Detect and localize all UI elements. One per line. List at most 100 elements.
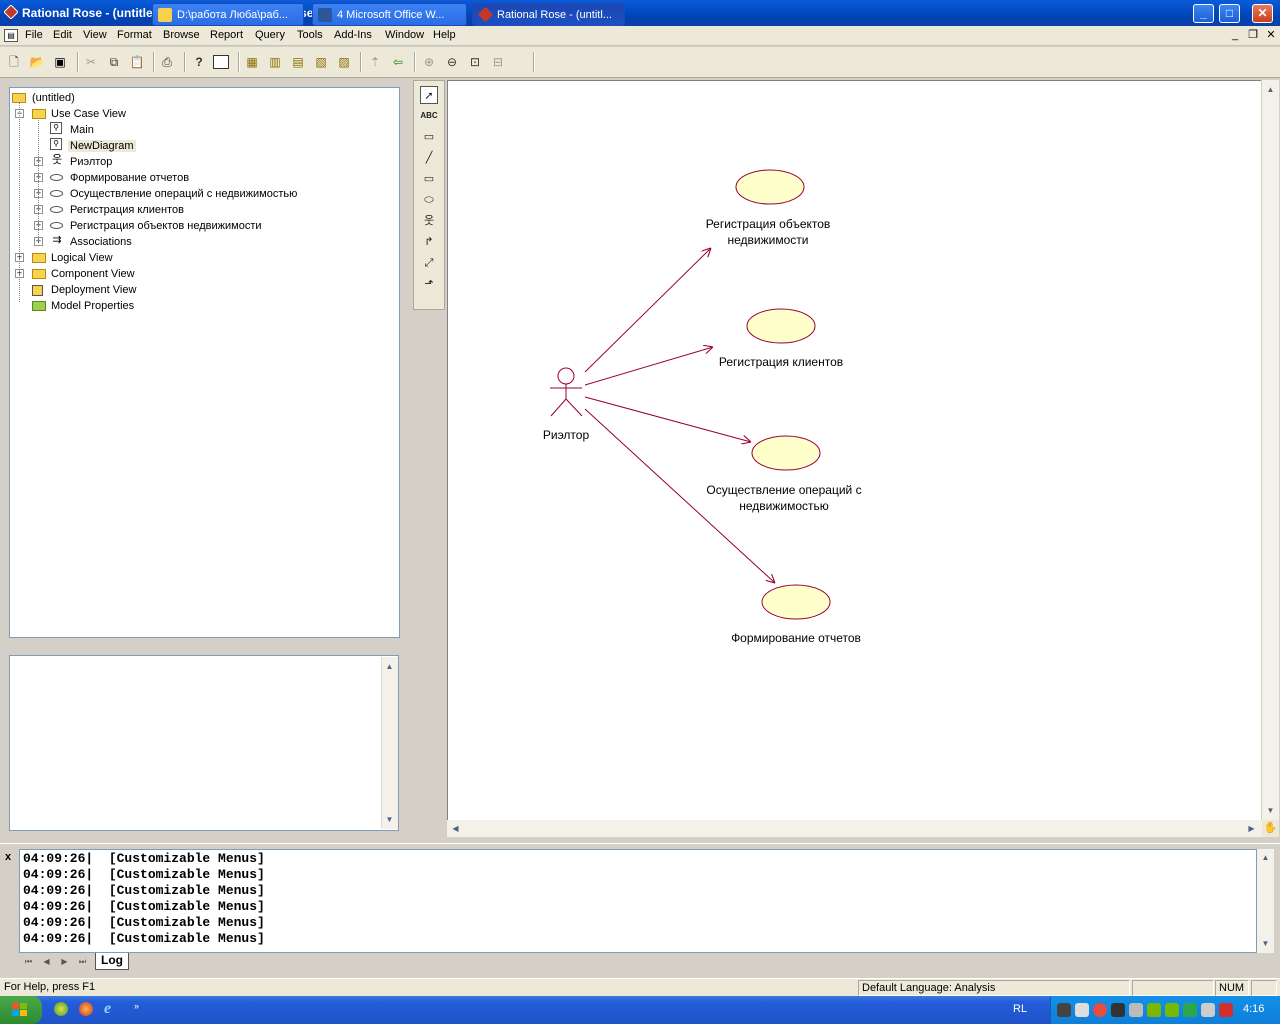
- actor-label[interactable]: Риэлтор: [542, 428, 590, 442]
- selection-arrow-icon[interactable]: ➚: [420, 86, 438, 104]
- tray-nvidia-icon[interactable]: [1165, 1003, 1179, 1017]
- use-case-label[interactable]: Регистрация клиентов: [681, 354, 881, 370]
- use-case-ellipse[interactable]: [761, 584, 831, 620]
- menu-window[interactable]: Window: [385, 29, 425, 41]
- menu-file[interactable]: File: [25, 29, 43, 41]
- canvas-vertical-scrollbar[interactable]: ▲ ▼: [1262, 80, 1279, 820]
- scroll-up-icon[interactable]: ▲: [1266, 85, 1275, 94]
- scroll-up-icon[interactable]: ▲: [1261, 853, 1270, 862]
- scroll-right-icon[interactable]: ▶: [1248, 824, 1255, 833]
- association-line[interactable]: [584, 248, 711, 373]
- firefox-icon[interactable]: [79, 1002, 93, 1016]
- chrome-icon[interactable]: [54, 1002, 68, 1016]
- tree-use-case-4[interactable]: + Регистрация объектов недвижимости: [10, 218, 310, 234]
- zoom-in-icon[interactable]: ⊕: [423, 55, 435, 69]
- save-icon[interactable]: ▣: [54, 55, 66, 69]
- tab-log[interactable]: Log: [95, 953, 129, 970]
- package-icon[interactable]: ▭: [423, 173, 435, 185]
- open-icon[interactable]: 📂: [29, 55, 45, 69]
- cut-icon[interactable]: ✂: [85, 55, 97, 69]
- association-line[interactable]: [584, 396, 751, 442]
- tray-antivirus-icon[interactable]: [1093, 1003, 1107, 1017]
- menu-help[interactable]: Help: [433, 29, 456, 41]
- browse-state-icon[interactable]: ▨: [338, 55, 350, 69]
- minimize-button[interactable]: _: [1193, 4, 1214, 23]
- menu-query[interactable]: Query: [255, 29, 285, 41]
- fit-in-window-icon[interactable]: ⊡: [469, 55, 481, 69]
- browse-class-icon[interactable]: ▦: [246, 55, 258, 69]
- generalization-icon[interactable]: ⬏: [424, 278, 434, 290]
- tree-use-case-1[interactable]: + Формирование отчетов: [10, 170, 270, 186]
- actor-icon[interactable]: 웃: [423, 215, 435, 227]
- tree-model-properties[interactable]: Model Properties: [10, 298, 210, 314]
- close-button[interactable]: ✕: [1252, 4, 1273, 23]
- use-case-icon[interactable]: ⬭: [424, 194, 434, 206]
- context-help-icon[interactable]: ?: [195, 55, 203, 69]
- copy-icon[interactable]: ⧉: [109, 55, 119, 69]
- browse-deployment-icon[interactable]: ▧: [315, 55, 327, 69]
- undo-fit-icon[interactable]: ⊟: [492, 55, 504, 69]
- text-box-icon[interactable]: ABC: [420, 111, 438, 120]
- tree-associations[interactable]: + ⇉ Associations: [10, 234, 210, 250]
- documentation-scrollbar[interactable]: ▲ ▼: [381, 657, 398, 829]
- task-word[interactable]: 4 Microsoft Office W...: [312, 3, 467, 26]
- scroll-up-icon[interactable]: ▲: [385, 662, 394, 671]
- log-output[interactable]: 04:09:26| [Customizable Menus] 04:09:26|…: [19, 849, 1257, 953]
- use-case-ellipse[interactable]: [751, 435, 821, 471]
- print-icon[interactable]: ⎙: [162, 55, 172, 69]
- actor-figure[interactable]: [550, 367, 583, 417]
- tray-utility-icon[interactable]: [1147, 1003, 1161, 1017]
- tray-network-icon[interactable]: [1075, 1003, 1089, 1017]
- browse-parent-icon[interactable]: ⇡: [369, 55, 381, 69]
- tree-new-diagram[interactable]: ⚲ NewDiagram: [10, 138, 210, 154]
- internet-explorer-icon[interactable]: e: [104, 1000, 112, 1017]
- browse-component-icon[interactable]: ▤: [292, 55, 304, 69]
- menu-report[interactable]: Report: [210, 29, 244, 41]
- tray-volume-icon[interactable]: [1129, 1003, 1143, 1017]
- dependency-icon[interactable]: ⤢: [424, 257, 434, 269]
- tree-actor[interactable]: + 웃 Риэлтор: [10, 154, 210, 170]
- new-icon[interactable]: 🗋: [9, 55, 19, 69]
- menu-view[interactable]: View: [83, 29, 107, 41]
- tree-logical-view[interactable]: + Logical View: [10, 250, 210, 266]
- tab-first-icon[interactable]: ⏮: [24, 957, 33, 966]
- start-button[interactable]: [0, 996, 42, 1024]
- tray-connection-icon[interactable]: [1183, 1003, 1197, 1017]
- tab-next-icon[interactable]: ▶: [61, 957, 68, 966]
- mdi-close-icon[interactable]: ✕: [1266, 29, 1276, 41]
- tree-main-diagram[interactable]: ⚲ Main: [10, 122, 210, 138]
- scroll-down-icon[interactable]: ▼: [1261, 939, 1270, 948]
- pan-icon[interactable]: ✋: [1262, 820, 1279, 837]
- use-case-ellipse[interactable]: [735, 169, 805, 205]
- tray-device-icon[interactable]: [1111, 1003, 1125, 1017]
- tray-monitor-icon[interactable]: [1057, 1003, 1071, 1017]
- zoom-out-icon[interactable]: ⊖: [446, 55, 458, 69]
- paste-icon[interactable]: 📋: [129, 55, 145, 69]
- tree-deployment-view[interactable]: Deployment View: [10, 282, 210, 298]
- tree-use-case-2[interactable]: + Осуществление операций с недвижимостью: [10, 186, 330, 202]
- model-browser[interactable]: (untitled) − Use Case View ⚲ Main ⚲ NewD…: [9, 87, 400, 638]
- menu-edit[interactable]: Edit: [53, 29, 72, 41]
- documentation-pane[interactable]: [9, 655, 399, 831]
- language-indicator[interactable]: RL: [1013, 1003, 1028, 1015]
- tray-flash-icon[interactable]: [1219, 1003, 1233, 1017]
- use-case-ellipse[interactable]: [746, 308, 816, 344]
- browse-interaction-icon[interactable]: ▥: [269, 55, 281, 69]
- use-case-label[interactable]: Формирование отчетов: [696, 630, 896, 646]
- document-icon[interactable]: ▤: [4, 29, 18, 42]
- task-rational-rose[interactable]: Rational Rose - (untitl...: [472, 3, 625, 26]
- task-explorer[interactable]: D:\работа Люба\раб...: [152, 3, 304, 26]
- mdi-restore-icon[interactable]: ❐: [1248, 29, 1258, 41]
- browse-previous-icon[interactable]: ⇦: [392, 55, 404, 69]
- canvas-horizontal-scrollbar[interactable]: ◀ ▶: [447, 820, 1262, 837]
- mdi-minimize-icon[interactable]: _: [1231, 29, 1239, 41]
- scroll-down-icon[interactable]: ▼: [385, 815, 394, 824]
- association-line[interactable]: [584, 347, 713, 386]
- use-case-label[interactable]: Регистрация объектов недвижимости: [668, 216, 868, 248]
- tree-component-view[interactable]: + Component View: [10, 266, 210, 282]
- diagram-canvas[interactable]: Риэлтор Регистрация объектов недвижимост…: [447, 80, 1261, 820]
- maximize-button[interactable]: □: [1219, 4, 1240, 23]
- tree-use-case-view[interactable]: − Use Case View: [10, 106, 210, 122]
- tab-last-icon[interactable]: ⏭: [78, 957, 87, 966]
- view-doc-icon[interactable]: [213, 55, 229, 69]
